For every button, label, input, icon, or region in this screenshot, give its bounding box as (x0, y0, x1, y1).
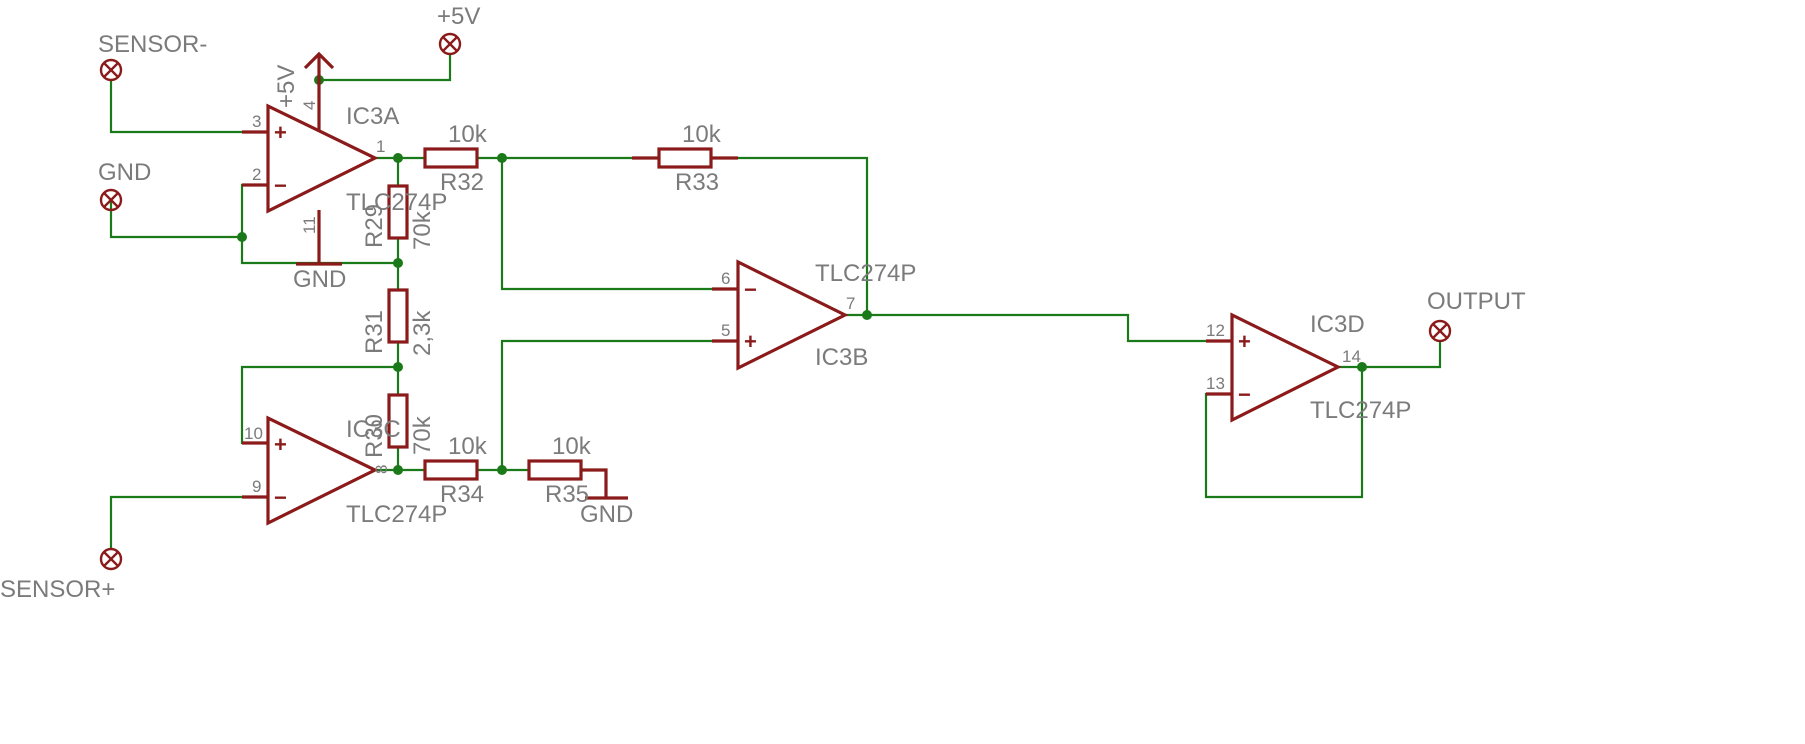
r30-name: R30 (361, 414, 388, 458)
ic3b-value: TLC274P (815, 260, 916, 287)
wire-ic3b-to-ic3d (843, 313, 1234, 343)
r35-name: R35 (545, 481, 589, 508)
r33-value: 10k (682, 121, 722, 148)
connector-sensor-plus[interactable] (99, 547, 123, 571)
junction-dot (393, 258, 403, 268)
connector-sensor-minus[interactable] (99, 58, 123, 82)
junction-dot (393, 465, 403, 475)
junction-dot (497, 153, 507, 163)
gnd-symbol-r35 (582, 468, 628, 500)
resistor-r34[interactable] (423, 459, 479, 481)
ic3b-pin-out: 7 (846, 294, 855, 313)
junctions (237, 75, 1367, 475)
r31-name: R31 (361, 310, 388, 354)
ic3a-minus-sign: − (274, 173, 287, 198)
r29-value: 70k (409, 210, 436, 250)
resistor-r31[interactable] (387, 288, 409, 344)
label-output: OUTPUT (1427, 288, 1526, 315)
r32-name: R32 (440, 169, 484, 196)
connector-gnd[interactable] (99, 188, 123, 212)
label-gnd-ic3a: GND (293, 266, 346, 293)
junction-dot (862, 310, 872, 320)
supply-arrow-symbol (303, 51, 335, 132)
ic3d-minus-sign: − (1238, 382, 1251, 407)
ic3a-pin-plus: 3 (252, 112, 261, 131)
ic3c-value: TLC274P (346, 501, 447, 528)
connector-plus5v[interactable] (438, 32, 462, 56)
junction-dot (1357, 362, 1367, 372)
connector-output[interactable] (1428, 319, 1452, 343)
junction-dot (393, 153, 403, 163)
ic3d-pin-plus: 12 (1206, 321, 1225, 340)
wire-sensor-minus (109, 80, 244, 134)
ic3b-minus-sign: − (744, 277, 757, 302)
junction-dot (393, 362, 403, 372)
label-gnd-connector: GND (98, 159, 151, 186)
resistor-r29[interactable] (387, 184, 409, 240)
wire-ic3d-feedback (1204, 365, 1364, 499)
r29-name: R29 (361, 204, 388, 248)
junction-dot (237, 232, 247, 242)
wire-sensor-plus (109, 495, 270, 549)
r35-value: 10k (552, 433, 592, 460)
ic3a-pin-gnd: 11 (300, 216, 319, 234)
ic3a-value: TLC274P (346, 189, 447, 216)
resistor-r30[interactable] (387, 393, 409, 449)
wire-supply-5v (317, 53, 452, 82)
ic3b-name: IC3B (815, 344, 868, 371)
ic3a-pin-vcc: 4 (300, 101, 319, 110)
label-sensor-plus: SENSOR+ (0, 576, 115, 603)
resistor-r32[interactable] (423, 147, 479, 169)
label-gnd-r35: GND (580, 501, 633, 528)
ic3d-plus-sign: + (1238, 329, 1251, 354)
r30-value: 70k (409, 415, 436, 455)
wire-r33-feedback (710, 156, 869, 317)
resistor-r33[interactable] (632, 147, 738, 169)
junction-dot (497, 465, 507, 475)
label-sensor-minus: SENSOR- (98, 31, 207, 58)
ic3a-plus-sign: + (274, 120, 287, 145)
ic3b-pin-minus: 6 (721, 269, 730, 288)
ic3c-minus-sign: − (274, 485, 287, 510)
gnd-symbol-ic3a (296, 210, 342, 266)
wires (109, 53, 1442, 549)
ic3c-name: IC3C (346, 416, 401, 443)
ic3d-value: TLC274P (1310, 397, 1411, 424)
ic3c-plus-sign: + (274, 432, 287, 457)
opamp-ic3b[interactable] (712, 259, 849, 371)
ic3d-pin-out: 14 (1342, 347, 1361, 366)
r31-value: 2,3k (409, 310, 436, 356)
ic3c-pin-minus: 9 (252, 477, 261, 496)
label-supply-5v: +5V (273, 65, 300, 108)
ic3b-pin-plus: 5 (721, 321, 730, 340)
r32-value: 10k (448, 121, 488, 148)
r33-name: R33 (675, 169, 719, 196)
ic3d-name: IC3D (1310, 311, 1365, 338)
r34-name: R34 (440, 481, 484, 508)
ic3a-pin-out: 1 (376, 137, 385, 156)
wire-to-ic3b-plus (500, 339, 740, 472)
ic3a-pin-minus: 2 (252, 165, 261, 184)
opamp-ic3a[interactable] (242, 103, 379, 214)
wire-output (1336, 341, 1442, 369)
wire-to-ic3b-minus (500, 156, 740, 291)
opamp-ic3d[interactable] (1206, 312, 1342, 423)
opamp-ic3c[interactable] (242, 415, 379, 526)
wire-gnd-connector (109, 198, 244, 239)
ic3c-pin-out: 8 (372, 465, 391, 474)
ic3d-pin-minus: 13 (1206, 374, 1225, 393)
resistor-r35[interactable] (527, 459, 583, 481)
ic3b-plus-sign: + (744, 329, 757, 354)
ic3a-name: IC3A (346, 103, 399, 130)
r34-value: 10k (448, 433, 488, 460)
ic3c-pin-plus: 10 (244, 424, 263, 443)
label-plus5v-connector: +5V (437, 3, 480, 30)
